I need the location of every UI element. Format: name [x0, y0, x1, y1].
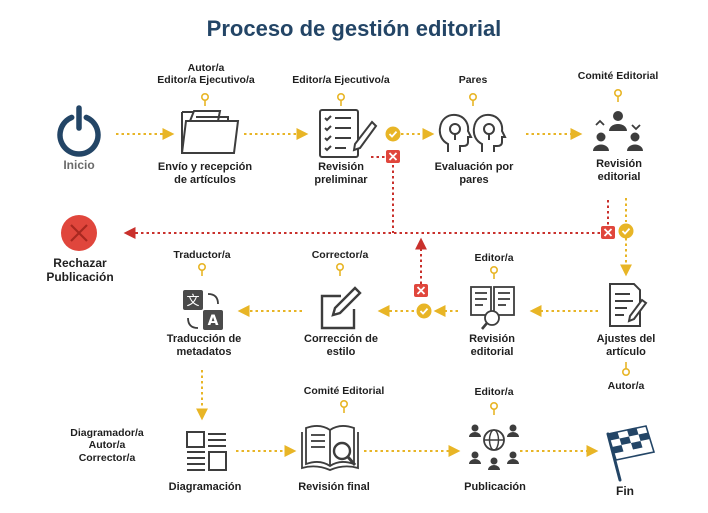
pin-icon: [335, 262, 344, 276]
pin-icon: [468, 93, 477, 106]
committee-icon: [593, 111, 643, 151]
svg-text:A: A: [208, 313, 219, 329]
pin-icon: [613, 89, 622, 102]
node-label-publicacion: Publicación: [464, 481, 526, 493]
folder-icon: [181, 110, 240, 154]
edit-icon: [320, 286, 362, 330]
reject-badge-icon: [601, 226, 615, 239]
document-search-icon: [470, 286, 515, 330]
approve-badge-icon: [416, 303, 432, 319]
role-label-evaluacion: Pares: [458, 74, 488, 86]
role-label-revision-editorial-2: Editor/a: [474, 252, 514, 264]
checklist-icon: [319, 109, 378, 158]
pin-icon: [621, 362, 630, 376]
pin-icon: [336, 93, 345, 106]
page-title: Proceso de gestión editorial: [206, 16, 502, 41]
reject-badge-icon: [386, 150, 400, 163]
power-icon: [57, 105, 101, 157]
peer-heads-icon: [438, 113, 507, 152]
pin-icon: [198, 262, 207, 276]
node-label-inicio: Inicio: [63, 158, 95, 172]
node-label-fin: Fin: [616, 484, 634, 498]
role-pins: [198, 89, 630, 415]
approve-badge-icon: [618, 223, 634, 239]
pin-icon: [201, 93, 210, 106]
checkered-flag-icon: [606, 425, 656, 482]
document-pen-icon: [609, 283, 648, 327]
role-label-revision-editorial-1: Comité Editorial: [577, 70, 659, 82]
reject-icon: [61, 215, 97, 251]
flow-arrows: [116, 128, 632, 457]
layout-icon: [186, 431, 227, 471]
svg-text:文: 文: [186, 294, 199, 309]
decision-badges: [385, 126, 634, 319]
pin-icon: [339, 399, 348, 413]
node-label-revision-final: Revisión final: [298, 481, 370, 493]
role-label-traduccion: Traductor/a: [173, 249, 231, 261]
role-label-correccion: Corrector/a: [311, 249, 369, 261]
translate-icon: 文 A: [183, 290, 223, 330]
book-search-icon: [301, 425, 359, 471]
pin-icon: [489, 401, 498, 415]
approve-badge-icon: [385, 126, 401, 142]
node-label-diagramacion: Diagramación: [168, 481, 242, 493]
role-label-revision-final: Comité Editorial: [303, 385, 385, 397]
role-label-revision-preliminar: Editor/a Ejecutivo/a: [292, 74, 390, 86]
role-label-publicacion: Editor/a: [474, 386, 514, 398]
pin-icon: [489, 265, 498, 279]
role-label-ajustes: Autor/a: [607, 380, 645, 392]
network-icon: [469, 424, 519, 470]
reject-badge-icon: [414, 284, 428, 297]
